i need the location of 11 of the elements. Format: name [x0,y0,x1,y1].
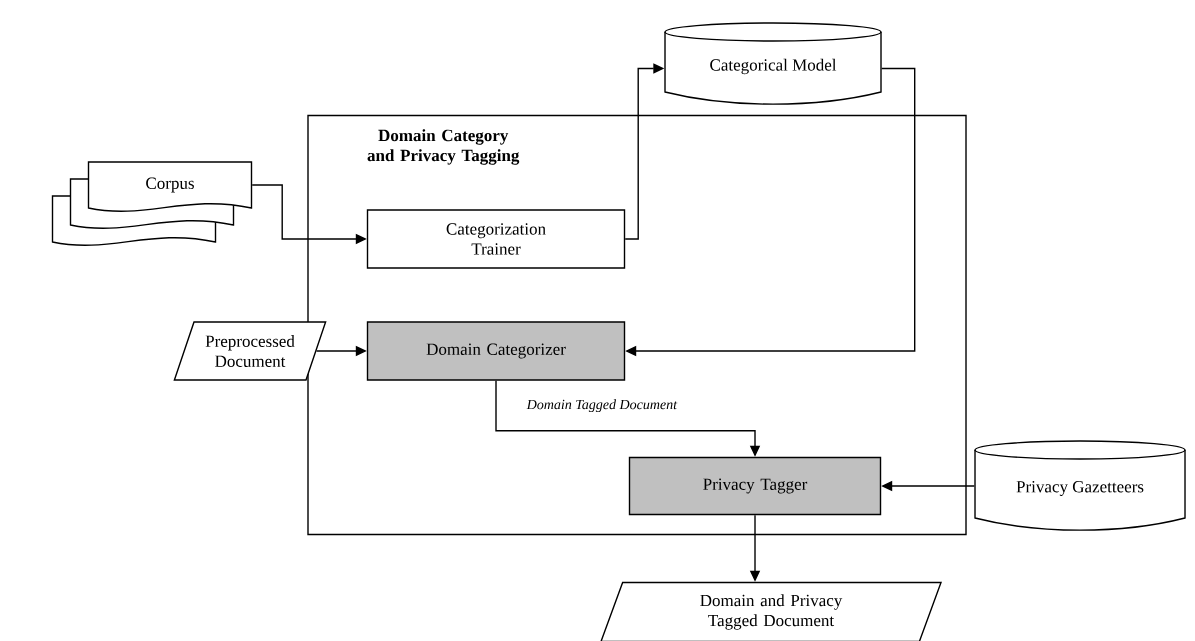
node-label: Corpus [146,177,194,193]
data-parallelogram: Preprocessed Document [173,321,327,381]
database-cylinder: Categorical Model [664,22,882,105]
process-box: Domain Categorizer [366,321,626,381]
data-parallelogram: Domain and Privacy Tagged Document [600,581,942,641]
edge-label: Domain Tagged Document [525,398,679,414]
database-cylinder: Privacy Gazetteers [974,440,1186,531]
node-label: Privacy Gazetteers [1016,481,1144,496]
process-box: Privacy Tagger [628,456,882,516]
document-stack: Corpus [51,161,253,246]
process-box: Categorization Trainer [366,209,626,269]
